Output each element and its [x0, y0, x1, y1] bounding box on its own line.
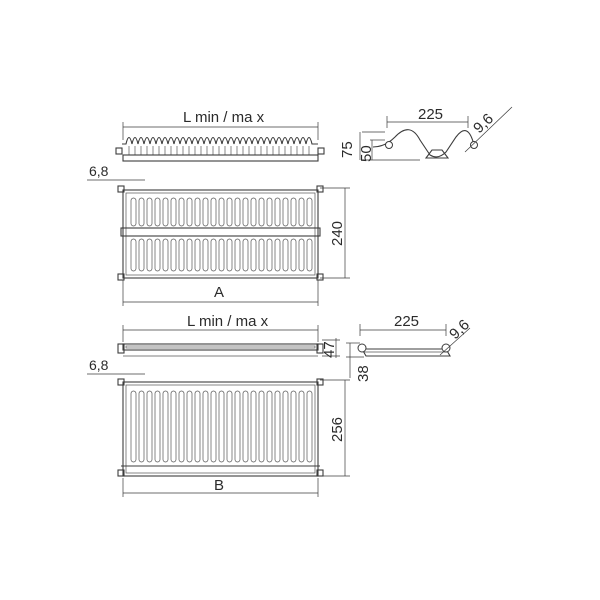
lower-width-label: B [214, 477, 224, 494]
upper-width-label: A [214, 284, 224, 301]
upper-profile-width-label: 225 [418, 106, 443, 123]
lower-length-label: L min / ma x [187, 313, 269, 330]
lower-end-offset-label: 6,8 [89, 357, 109, 373]
upper-rack-top-view: 6,8 [87, 163, 350, 306]
lower-depth-label: 256 [329, 417, 346, 442]
lower-profile-rod-label: 9,6 [446, 316, 473, 343]
upper-profile-height-outer-label: 75 [339, 141, 356, 158]
upper-end-offset-label: 6,8 [89, 163, 109, 179]
lower-height-label: 47 [321, 341, 338, 358]
lower-profile-width-label: 225 [394, 313, 419, 330]
upper-profile-height-inner-label: 50 [358, 145, 375, 162]
upper-depth-label: 240 [329, 221, 346, 246]
lower-rack-profile: 225 9,6 38 [346, 313, 473, 382]
upper-rack-side-view: L min / ma x [115, 109, 325, 162]
upper-rack-profile: 225 9,6 75 50 [339, 106, 513, 162]
upper-profile-rod-label: 9,6 [470, 110, 497, 137]
lower-rack-top-view: 6,8 256 B [87, 357, 350, 497]
upper-length-label: L min / ma x [183, 109, 265, 126]
lower-rack-side-view: L min / ma x 47 [117, 313, 340, 358]
lower-profile-height-label: 38 [355, 365, 372, 382]
